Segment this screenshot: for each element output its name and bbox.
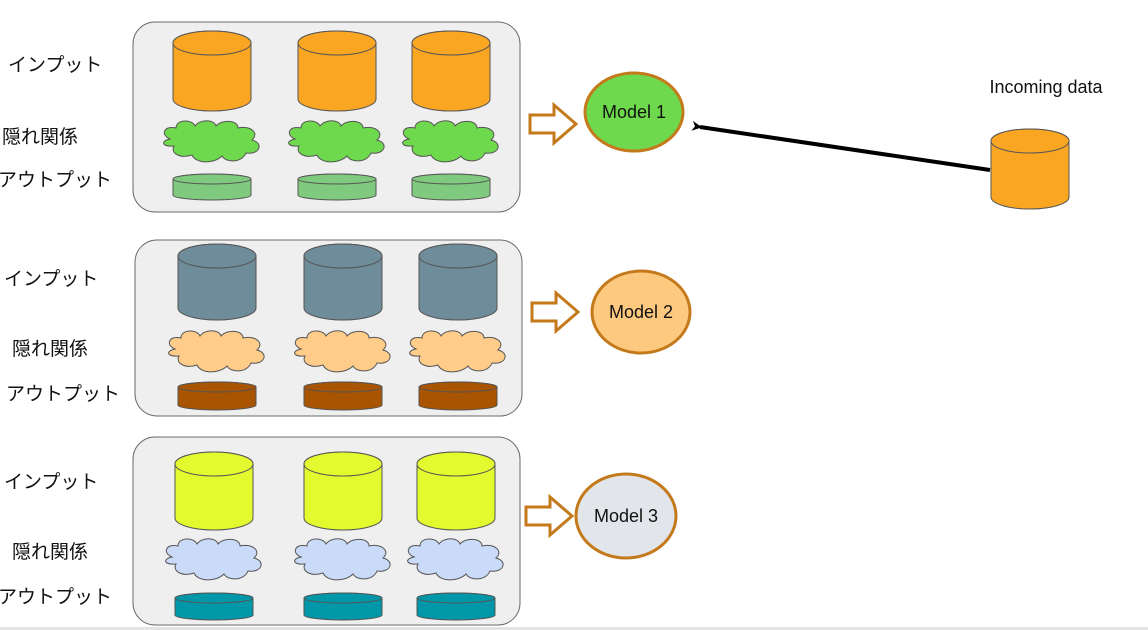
- group-1-output-cylinder-icon-2: [297, 173, 377, 201]
- group-3-hidden-label: 隠れ関係: [12, 541, 89, 563]
- group-2-output-cylinder-icon-1: [177, 381, 257, 411]
- group-1-input-cylinder-icon-2: [297, 30, 377, 112]
- group-1-input-label: インプット: [8, 54, 103, 76]
- group-3-output-cylinder-icon-1: [174, 592, 254, 621]
- group-3-input-cylinder-icon-1: [174, 451, 254, 531]
- model-1-label: Model 1: [602, 102, 666, 122]
- group-2-output-label: アウトプット: [6, 383, 121, 405]
- group-2-input-cylinder-icon-1: [177, 243, 257, 321]
- model-2-label: Model 2: [609, 302, 673, 322]
- group-3-hidden-cloud-icon-3: [407, 538, 504, 581]
- group-3-input-label: インプット: [4, 471, 99, 493]
- group-1-hidden-cloud-icon-2: [288, 120, 385, 163]
- group-3-input-cylinder-icon-2: [303, 451, 383, 531]
- model-3-node[interactable]: Model 3: [574, 472, 678, 560]
- incoming-cylinder-shape: [990, 128, 1070, 210]
- group-1-flow-arrow-icon: [528, 101, 579, 147]
- group-2-hidden-label: 隠れ関係: [12, 338, 89, 360]
- group-2-hidden-cloud-icon-3: [409, 330, 506, 373]
- group-3-hidden-cloud-icon-1: [165, 538, 262, 581]
- group-3-hidden-cloud-icon-2: [294, 538, 391, 581]
- group-3-output-cylinder-icon-2: [303, 592, 383, 621]
- model-3-label: Model 3: [594, 506, 658, 526]
- group-1-output-cylinder-icon-3: [411, 173, 491, 201]
- incoming-data-cylinder-icon: [990, 128, 1070, 210]
- incoming-data-label: Incoming data: [989, 77, 1103, 97]
- group-2-input-cylinder-icon-2: [303, 243, 383, 321]
- group-3-output-cylinder-icon-3: [416, 592, 496, 621]
- group-3-flow-arrow-icon: [524, 493, 575, 539]
- incoming-data-arrow: [691, 120, 991, 172]
- group-1-hidden-label: 隠れ関係: [2, 126, 79, 148]
- group-2-hidden-cloud-icon-2: [294, 330, 391, 373]
- group-2-hidden-cloud-icon-1: [168, 330, 265, 373]
- group-3-output-label: アウトプット: [0, 586, 113, 608]
- model-group-2: Model 2: [134, 239, 692, 417]
- model-1-node[interactable]: Model 1: [583, 71, 685, 153]
- group-1-input-cylinder-icon-1: [172, 30, 252, 112]
- group-2-output-cylinder-icon-3: [418, 381, 498, 411]
- group-1-hidden-cloud-icon-1: [163, 120, 260, 163]
- group-1-input-cylinder-icon-3: [411, 30, 491, 112]
- model-2-node[interactable]: Model 2: [590, 269, 692, 355]
- group-2-input-label: インプット: [4, 268, 99, 290]
- group-2-flow-arrow-icon: [530, 289, 581, 335]
- model-group-1: Model 1: [132, 21, 685, 213]
- group-2-output-cylinder-icon-2: [303, 381, 383, 411]
- group-1-output-label: アウトプット: [0, 169, 113, 191]
- model-group-3: Model 3: [132, 436, 678, 626]
- group-1-hidden-cloud-icon-3: [402, 120, 499, 163]
- group-1-output-cylinder-icon-1: [172, 173, 252, 201]
- group-3-input-cylinder-icon-3: [416, 451, 496, 531]
- group-2-input-cylinder-icon-3: [418, 243, 498, 321]
- bottom-scrollbar[interactable]: [0, 627, 1148, 630]
